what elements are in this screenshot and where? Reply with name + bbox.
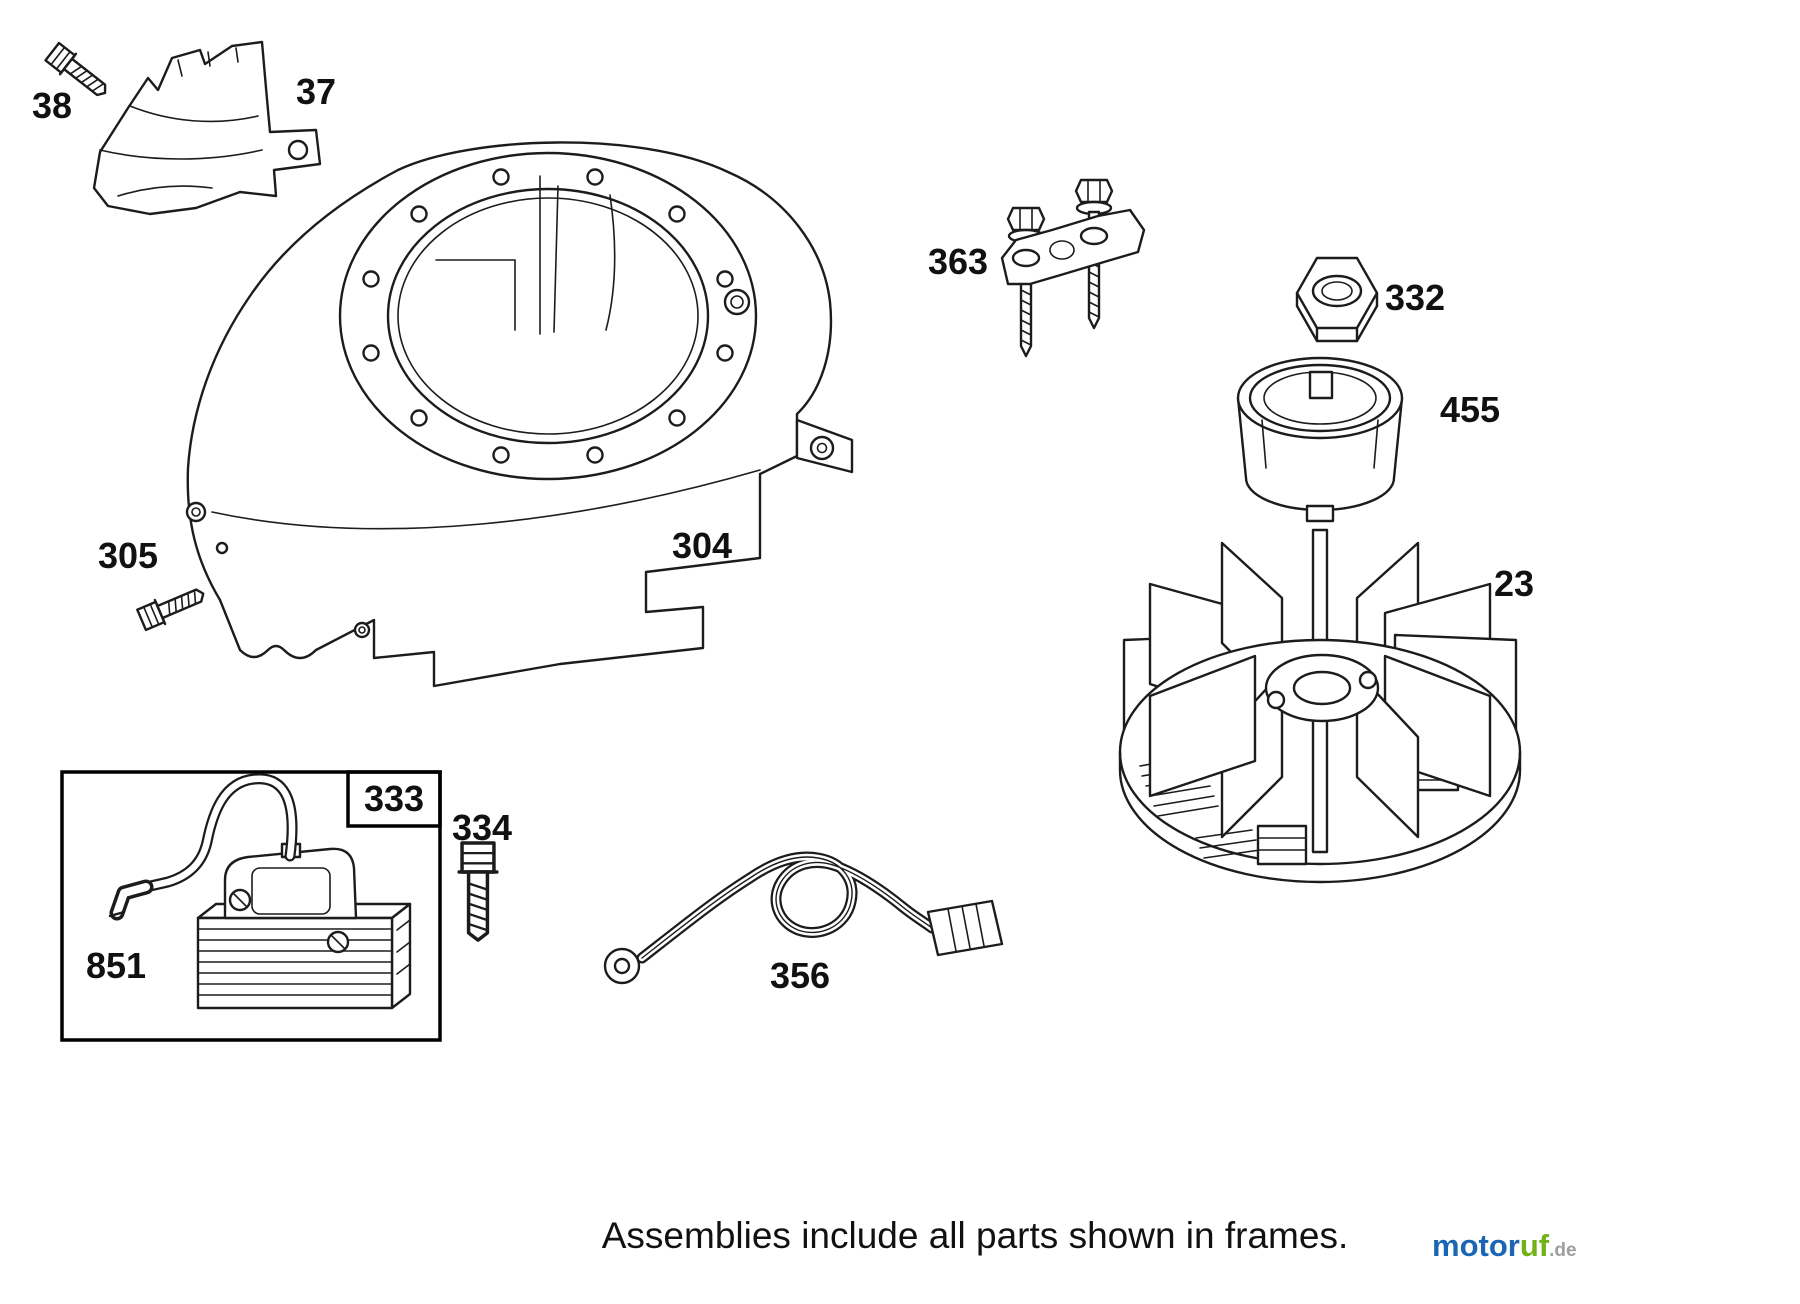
part-37-blower-shield: [92, 40, 322, 216]
part-356-ground-wire: [603, 851, 1004, 985]
part-label-305: 305: [98, 535, 158, 576]
part-label-37-text: 37: [296, 71, 336, 112]
part-363-screw-bracket: [1000, 178, 1146, 358]
part-455-starter-cup: [1236, 356, 1404, 523]
part-label-356: 356: [770, 955, 830, 996]
part-851-ignition-armature: [108, 773, 412, 1010]
part-label-332: 332: [1385, 277, 1445, 318]
part-332-flywheel-nut: [1295, 256, 1379, 343]
watermark-brand-b: uf: [1520, 1228, 1550, 1263]
watermark-brand-a: motor: [1432, 1228, 1520, 1263]
watermark-tld: .de: [1549, 1240, 1576, 1261]
part-334-armature-bolt: [457, 841, 499, 942]
watermark-logo: motoruf.de: [1432, 1228, 1577, 1263]
part-label-304: 304: [672, 525, 732, 566]
part-304-blower-housing: [185, 141, 854, 688]
part-label-23: 23: [1494, 563, 1534, 604]
part-305-housing-bolt: [135, 580, 210, 633]
assembly-frame-333: [60, 770, 442, 1042]
footer-note: Assemblies include all parts shown in fr…: [602, 1215, 1349, 1256]
part-23-flywheel: [1118, 528, 1522, 884]
part-label-363: 363: [928, 241, 988, 282]
part-label-455: 455: [1440, 389, 1500, 430]
part-label-38: 38: [32, 85, 72, 126]
part-label-333: 333: [364, 778, 424, 819]
part-label-851: 851: [86, 945, 146, 986]
part-label-334: 334: [452, 807, 512, 848]
